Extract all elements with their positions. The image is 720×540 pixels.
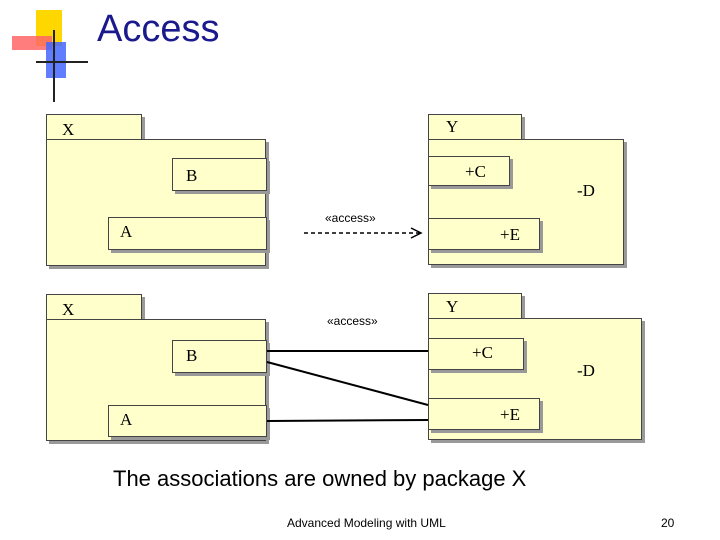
package-y-tab [428, 114, 522, 140]
class-a-box [108, 405, 267, 437]
class-e-label: +E [500, 225, 520, 244]
class-e-box [428, 218, 540, 250]
class-d-label: -D [577, 361, 595, 380]
class-e-label: +E [500, 405, 520, 424]
package-x-tab [46, 114, 142, 140]
package-x-tab [46, 294, 142, 320]
access-stereotype-label: «access» [327, 314, 378, 328]
association-a-e [266, 419, 429, 422]
class-c-box [428, 156, 510, 186]
class-c-label: +C [472, 343, 493, 362]
package-y-label: Y [446, 117, 459, 136]
slide-title: Access [97, 8, 220, 50]
class-b-box [172, 340, 267, 373]
class-e-box [428, 398, 540, 430]
class-d-label: -D [577, 181, 595, 200]
class-c-box [428, 338, 524, 370]
slide-logo-icon [12, 10, 88, 102]
class-b-label: B [186, 346, 198, 365]
class-a-box [108, 217, 267, 250]
diagram-caption: The associations are owned by package X [113, 466, 527, 491]
page-number: 20 [661, 516, 675, 530]
class-a-label: A [120, 410, 133, 429]
access-stereotype-label: «access» [325, 211, 376, 225]
class-b-box [172, 158, 267, 191]
slide-footer: Advanced Modeling with UML [287, 516, 446, 530]
package-x-label: X [62, 120, 75, 139]
package-x-label: X [62, 300, 75, 319]
class-c-label: +C [465, 162, 486, 181]
class-b-label: B [186, 166, 198, 185]
class-a-label: A [120, 222, 133, 241]
package-y-label: Y [446, 297, 459, 316]
association-b-e [266, 361, 429, 406]
